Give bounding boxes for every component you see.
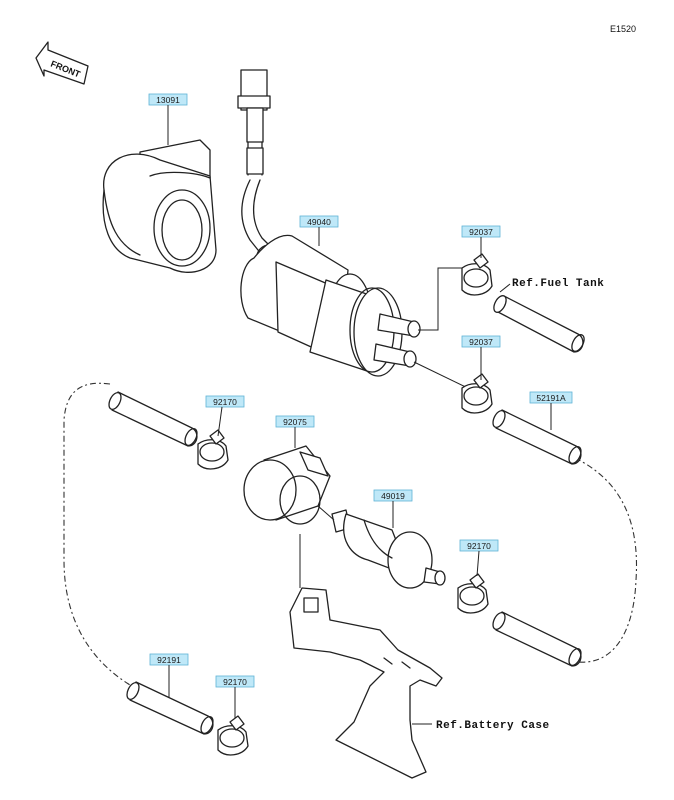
rubber-damper-92075: [243, 445, 331, 525]
diagram-code: E1520: [610, 24, 636, 34]
part-label-49019[interactable]: 49019: [373, 489, 413, 528]
hose-lower-right: [492, 611, 582, 667]
clamp-92170-lower: [217, 715, 249, 756]
rubber-bracket-13091: [102, 139, 217, 273]
clamp-92037-bottom: [461, 373, 493, 414]
part-label-92037-bottom[interactable]: 92037: [461, 335, 501, 380]
fuel-pump-49040: [240, 234, 421, 377]
hose-routing-line: [63, 382, 131, 686]
svg-text:92037: 92037: [469, 227, 493, 237]
ref-battery-case: Ref.Battery Case: [436, 720, 550, 732]
part-label-92037-top[interactable]: 92037: [461, 225, 501, 258]
svg-text:13091: 13091: [156, 95, 180, 105]
clamp-92170-middle: [457, 573, 489, 614]
clamp-92170-upper: [197, 429, 229, 470]
part-label-92075[interactable]: 92075: [275, 415, 315, 448]
hose-fuel-tank: [493, 295, 585, 353]
hose-92191: [126, 681, 214, 735]
svg-text:49019: 49019: [381, 491, 405, 501]
part-label-92170-middle[interactable]: 92170: [459, 539, 499, 577]
part-label-92170-lower[interactable]: 92170: [215, 675, 255, 718]
clamp-92037-top: [461, 253, 493, 296]
svg-text:92170: 92170: [467, 541, 491, 551]
svg-text:92075: 92075: [283, 417, 307, 427]
hose-routing-line-right: [574, 457, 638, 663]
mounting-bracket: [289, 534, 443, 779]
part-label-92191[interactable]: 92191: [149, 653, 189, 698]
hose-upper-left: [108, 391, 198, 447]
part-label-52191a[interactable]: 52191A: [529, 391, 573, 430]
svg-text:92170: 92170: [213, 397, 237, 407]
front-arrow-icon: FRONT: [35, 41, 89, 85]
svg-text:92170: 92170: [223, 677, 247, 687]
hose-52191a: [492, 409, 582, 465]
svg-text:92191: 92191: [157, 655, 181, 665]
part-label-49040[interactable]: 49040: [299, 215, 339, 246]
wire-connector: [237, 69, 282, 267]
part-label-13091[interactable]: 13091: [148, 93, 188, 145]
ref-fuel-tank: Ref.Fuel Tank: [512, 278, 604, 290]
svg-text:92037: 92037: [469, 337, 493, 347]
svg-text:52191A: 52191A: [536, 393, 566, 403]
svg-text:49040: 49040: [307, 217, 331, 227]
part-label-92170-upper[interactable]: 92170: [205, 395, 245, 437]
fuel-filter-49019: [331, 509, 446, 589]
